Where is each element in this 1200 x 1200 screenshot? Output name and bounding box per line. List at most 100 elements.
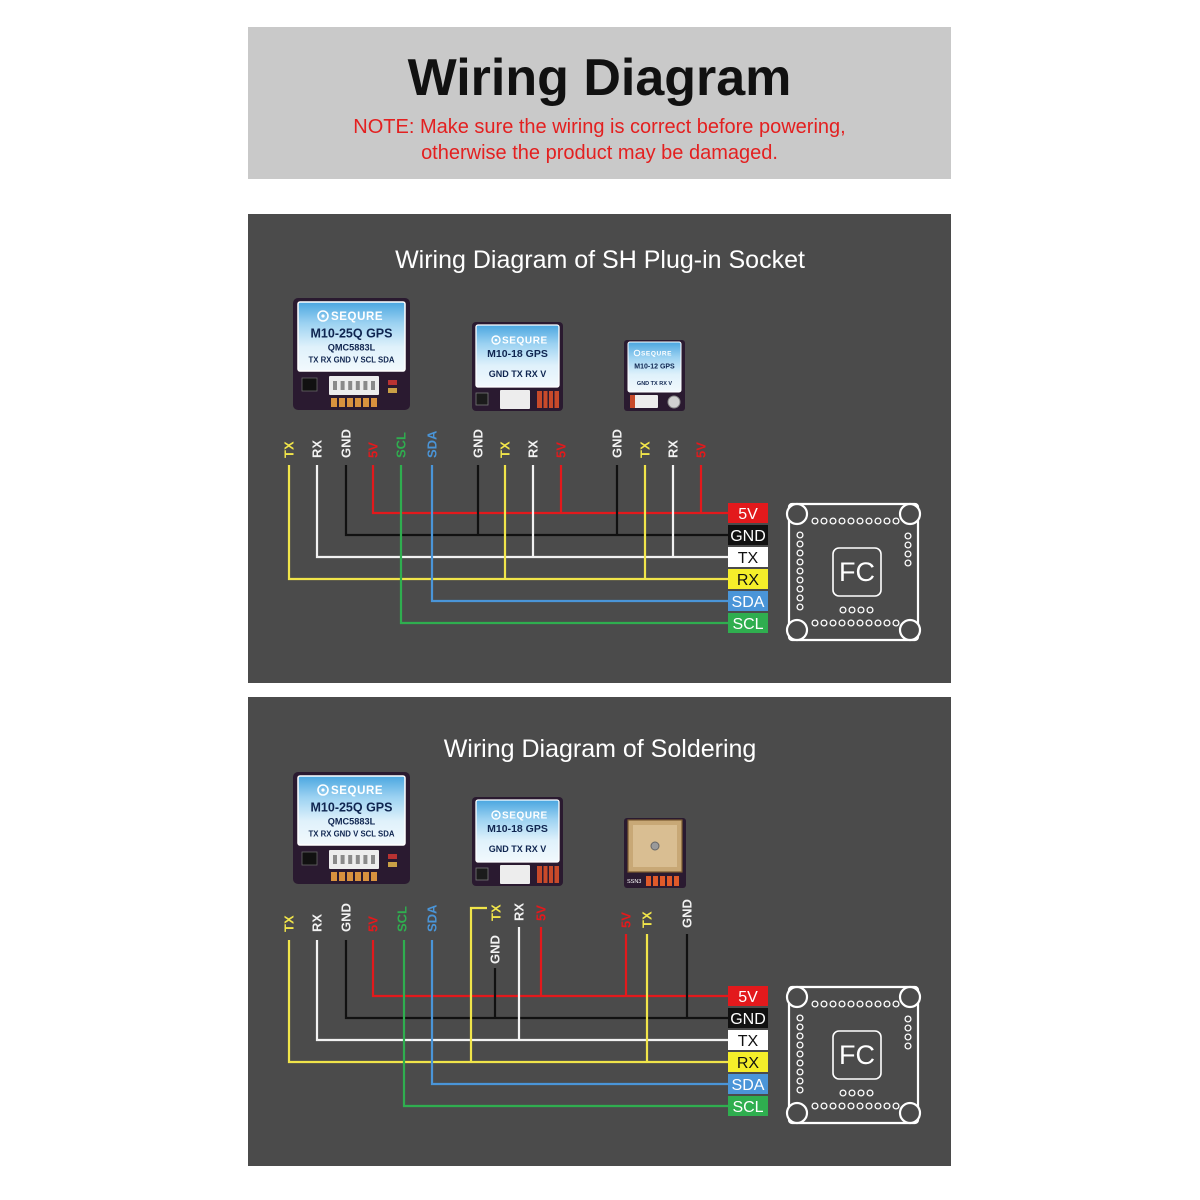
sequre-logo-icon <box>491 335 501 345</box>
module-brand: SEQURE <box>502 336 548 347</box>
fc-pad <box>829 517 837 525</box>
bus-label-box <box>728 986 768 1006</box>
pin-label: 5V <box>534 905 549 921</box>
fc-pad <box>839 606 847 614</box>
pin-label: GND <box>471 429 486 458</box>
smd-component <box>388 380 397 385</box>
module-sh-connector <box>329 376 379 395</box>
fc-pad <box>866 1089 874 1097</box>
fc-pad <box>796 1041 804 1049</box>
pin-label: TX <box>282 441 297 458</box>
fc-pad <box>820 1102 828 1110</box>
bus-label-box <box>728 1030 768 1050</box>
fc-mounting-hole <box>898 1101 922 1125</box>
fc-pad <box>839 1089 847 1097</box>
fc-pad <box>796 1023 804 1031</box>
pin-label: 5V <box>366 442 381 458</box>
pin-label: TX <box>498 441 513 458</box>
module-pinout: GND TX RX V <box>489 844 547 854</box>
fc-pad <box>796 567 804 575</box>
bus-label-box <box>728 1074 768 1094</box>
warning-note-line-1: NOTE: Make sure the wiring is correct be… <box>353 116 846 138</box>
fc-pad <box>904 1015 912 1023</box>
module-model: M10-18 GPS <box>487 348 548 360</box>
fc-pad <box>874 517 882 525</box>
fc-pad <box>847 619 855 627</box>
pin-labels: TX RX GND 5V SCL SDA TX RX 5V GND 5V TX … <box>282 899 695 964</box>
fc-pad <box>796 1014 804 1022</box>
fc-pad <box>838 619 846 627</box>
pin-label: SCL <box>395 906 410 932</box>
fc-center-box <box>832 547 882 597</box>
module-brand: SEQURE <box>641 351 672 358</box>
wire-5v-bus <box>371 940 728 998</box>
bus-label: SCL <box>732 616 763 633</box>
pin-label: SDA <box>425 904 440 932</box>
module-pinout: TX RX GND V SCL SDA <box>308 356 394 365</box>
fc-pad <box>796 531 804 539</box>
solder-pads <box>331 872 377 881</box>
fc-pad <box>856 619 864 627</box>
panel-title: Wiring Diagram of SH Plug-in Socket <box>395 246 805 274</box>
module-model: M10-25Q GPS <box>311 801 393 815</box>
fc-pad <box>865 619 873 627</box>
module-sh-connector <box>500 390 530 409</box>
fc-pad <box>820 619 828 627</box>
fc-pad <box>796 558 804 566</box>
fc-pad <box>904 1024 912 1032</box>
fc-mounting-hole <box>785 618 809 642</box>
module-pinout: GND TX RX V <box>489 369 547 379</box>
module-ic-chip <box>475 867 489 881</box>
fc-solder-pads <box>796 517 912 627</box>
pin-label: GND <box>488 935 503 964</box>
wire-sda-bus <box>430 940 728 1086</box>
fc-mounting-hole <box>785 502 809 526</box>
pin-label: TX <box>640 911 655 928</box>
fc-pad <box>892 1102 900 1110</box>
fc-pad <box>829 619 837 627</box>
module-silkscreen: SSN3 <box>627 879 641 885</box>
bus-label-box <box>728 1096 768 1116</box>
pin-label: RX <box>666 440 681 458</box>
fc-pad <box>892 1000 900 1008</box>
fc-pad <box>847 1102 855 1110</box>
solder-pads <box>331 398 377 407</box>
pin-label: SCL <box>394 432 409 458</box>
smd-component <box>388 854 397 859</box>
bus-label-box <box>728 591 768 611</box>
warning-note-line-2: otherwise the product may be damaged. <box>421 142 778 164</box>
antenna-feed-point <box>650 841 660 851</box>
fc-pad <box>796 540 804 548</box>
connector-slots <box>333 855 375 864</box>
module-ic-chip <box>475 392 489 406</box>
fc-pad <box>838 517 846 525</box>
fc-pad <box>820 517 828 525</box>
pin-label: TX <box>489 904 504 921</box>
pin-label: 5V <box>694 442 709 458</box>
fc-pad <box>796 1077 804 1085</box>
fc-pad <box>829 1000 837 1008</box>
solder-pads <box>646 876 679 886</box>
fc-center-box <box>832 1030 882 1080</box>
fc-pad <box>866 606 874 614</box>
bus-label: TX <box>738 550 759 567</box>
gps-module-m10-18: SEQURE M10-18 GPS GND TX RX V <box>472 322 563 411</box>
wire-rx-bus <box>287 465 728 581</box>
pin-label: 5V <box>619 912 634 928</box>
gps-module-m10-18: SEQURE M10-18 GPS GND TX RX V <box>472 797 563 886</box>
module-ic-chip <box>301 377 318 392</box>
fc-pad <box>796 1050 804 1058</box>
module-chip: QMC5883L <box>328 343 376 353</box>
module-pinout: GND TX RX V <box>637 381 672 387</box>
fc-pad <box>904 541 912 549</box>
fc-pad <box>796 585 804 593</box>
pin-label: SDA <box>425 430 440 458</box>
pin-label: TX <box>638 441 653 458</box>
wire-tx-bus <box>315 465 728 559</box>
fc-pad <box>856 1000 864 1008</box>
panel-background <box>248 214 951 683</box>
module-model: M10-12 GPS <box>634 364 675 371</box>
module-ic-chip <box>301 851 318 866</box>
bus-label: RX <box>737 1055 760 1072</box>
